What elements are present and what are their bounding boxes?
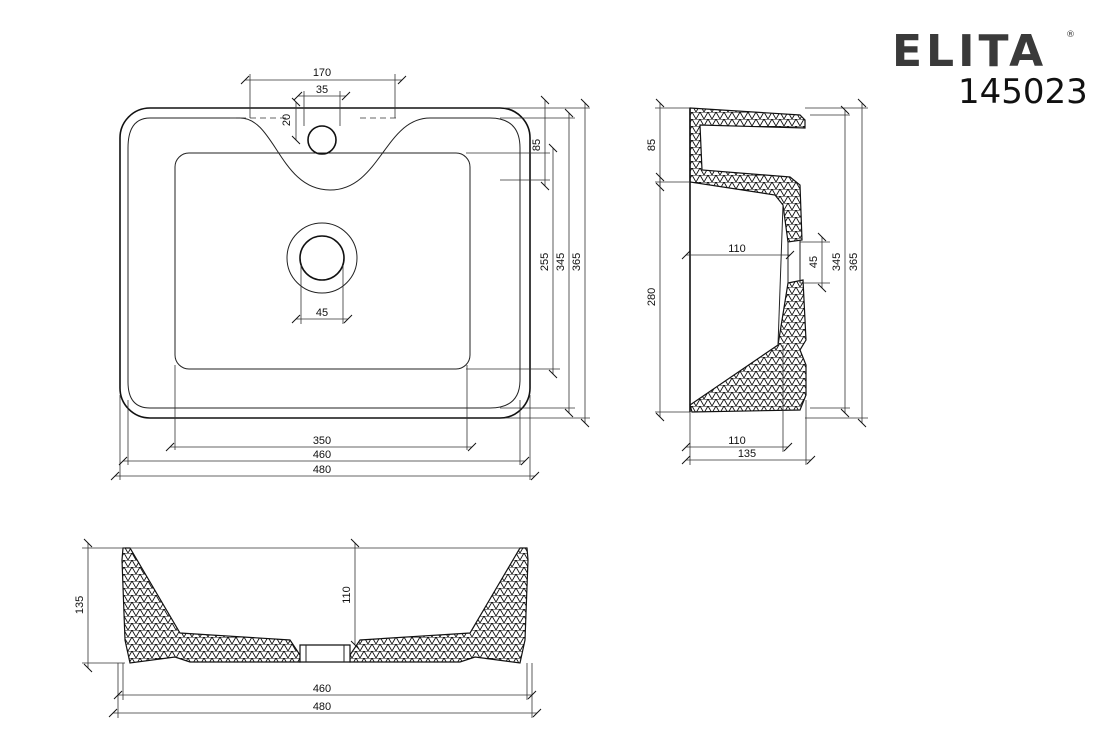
dim-side-body: 280 bbox=[646, 288, 658, 306]
outer-outline bbox=[119, 107, 531, 419]
brand-logo: ELITA bbox=[892, 26, 1048, 77]
bowl-outline bbox=[174, 152, 471, 370]
dim-tap-hole: 35 bbox=[316, 84, 328, 96]
side-section bbox=[689, 107, 806, 243]
side-view: 85 280 110 45 345 365 110 135 bbox=[646, 98, 868, 465]
dim-outer-width: 480 bbox=[313, 464, 331, 476]
dim-side-base-110: 110 bbox=[728, 435, 746, 447]
model-number: 145023 bbox=[958, 72, 1088, 112]
dim-front-height: 135 bbox=[74, 596, 86, 614]
dim-bowl-depth: 255 bbox=[539, 253, 551, 271]
dim-front-depth: 110 bbox=[341, 586, 353, 604]
front-section-right bbox=[349, 547, 529, 664]
tap-hole bbox=[307, 125, 337, 155]
dim-bowl-width: 350 bbox=[313, 435, 331, 447]
dim-side-rim: 85 bbox=[646, 139, 658, 151]
top-view: 170 35 20 45 350 460 480 bbox=[110, 67, 590, 481]
drain-outer bbox=[286, 222, 358, 294]
dim-front-inner-width: 460 bbox=[313, 683, 331, 695]
dim-front-outer-width: 480 bbox=[313, 701, 331, 713]
front-view: 135 110 460 480 bbox=[74, 538, 542, 718]
dim-side-base-135: 135 bbox=[738, 448, 756, 460]
side-section-lower bbox=[689, 279, 807, 413]
dim-drain: 45 bbox=[316, 307, 328, 319]
inner-rim bbox=[127, 117, 521, 409]
dim-side-outer-depth: 365 bbox=[848, 253, 860, 271]
front-section-left bbox=[121, 547, 301, 664]
dim-top-depth: 85 bbox=[531, 139, 543, 151]
dim-tap-offset: 20 bbox=[281, 114, 293, 126]
registered-mark: ® bbox=[1066, 30, 1075, 40]
dim-inner-width: 460 bbox=[313, 449, 331, 461]
dim-side-drain-depth: 110 bbox=[728, 243, 746, 255]
dim-tap-span: 170 bbox=[313, 67, 331, 79]
drain-inner bbox=[299, 235, 345, 281]
front-drain bbox=[299, 644, 351, 663]
dim-side-drain-height: 45 bbox=[808, 256, 820, 268]
dim-outer-depth: 365 bbox=[571, 253, 583, 271]
dim-side-inner-depth: 345 bbox=[831, 253, 843, 271]
dim-inner-depth: 345 bbox=[555, 253, 567, 271]
brand-block: ELITA ® 145023 bbox=[890, 26, 1088, 116]
